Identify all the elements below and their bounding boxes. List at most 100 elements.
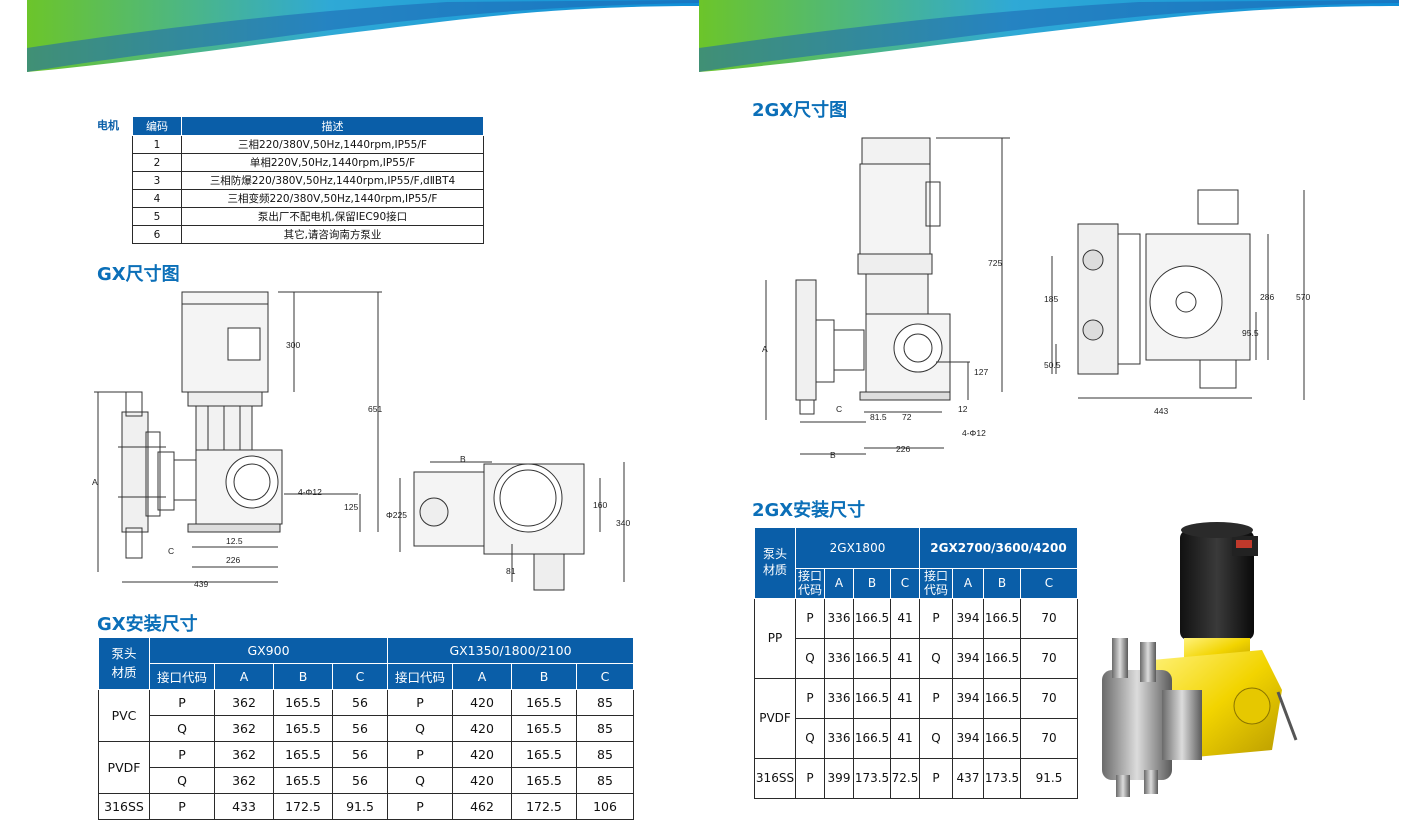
gx2-dimension-drawing: 725 A 127 C 81.5 72 12 4-Φ12 B 226 185 5… bbox=[762, 137, 1310, 460]
gx-dim-C: C bbox=[168, 546, 174, 556]
table-cell: P bbox=[919, 757, 953, 799]
table-cell: 56 bbox=[332, 715, 388, 742]
gx-dim-B: B bbox=[460, 454, 466, 464]
table-cell: 173.5 bbox=[853, 757, 891, 799]
table-cell: P bbox=[387, 689, 453, 716]
gx-material: 316SS bbox=[98, 793, 150, 820]
left-banner bbox=[27, 0, 699, 76]
motor-desc: 其它,请咨询南方泵业 bbox=[181, 225, 484, 244]
table-cell: Q bbox=[795, 637, 825, 679]
table-cell: 433 bbox=[214, 793, 274, 820]
table-cell: 336 bbox=[824, 677, 854, 719]
table-cell: Q bbox=[387, 767, 453, 794]
gx2-header-C: C bbox=[890, 568, 920, 599]
gx-dim-651: 651 bbox=[368, 404, 382, 414]
gx-dim-340: 340 bbox=[616, 518, 630, 528]
table-cell: 173.5 bbox=[983, 757, 1021, 799]
gx2-header-A: A bbox=[824, 568, 854, 599]
table-cell: 362 bbox=[214, 741, 274, 768]
table-cell: 394 bbox=[952, 597, 984, 639]
table-cell: 420 bbox=[452, 689, 512, 716]
table-cell: Q bbox=[149, 767, 215, 794]
gx2-header-C: C bbox=[1020, 568, 1078, 599]
table-cell: 336 bbox=[824, 637, 854, 679]
motor-desc: 泵出厂不配电机,保留IEC90接口 bbox=[181, 207, 484, 226]
gx-dim-4phi12: 4-Φ12 bbox=[298, 487, 322, 497]
table-cell: P bbox=[149, 741, 215, 768]
motor-desc: 三相220/380V,50Hz,1440rpm,IP55/F bbox=[181, 135, 484, 154]
table-cell: 70 bbox=[1020, 717, 1078, 759]
right-banner bbox=[699, 0, 1399, 76]
table-cell: 165.5 bbox=[511, 767, 577, 794]
table-cell: 85 bbox=[576, 689, 634, 716]
gx-dim-125: 125 bbox=[344, 502, 358, 512]
table-cell: 72.5 bbox=[890, 757, 920, 799]
gx-dim-12-5: 12.5 bbox=[226, 536, 243, 546]
table-cell: P bbox=[149, 793, 215, 820]
gx-dim-439: 439 bbox=[194, 579, 208, 589]
table-cell: 56 bbox=[332, 689, 388, 716]
gx2-dim-4phi12: 4-Φ12 bbox=[962, 428, 986, 438]
table-cell: 56 bbox=[332, 741, 388, 768]
gx-header-B: B bbox=[511, 663, 577, 690]
table-cell: 106 bbox=[576, 793, 634, 820]
gx-dimension-drawing: 300 651 A 4-Φ12 125 C 12.5 226 439 B Φ22… bbox=[92, 291, 630, 591]
gx2-dim-81-5: 81.5 bbox=[870, 412, 887, 422]
gx2-dim-72: 72 bbox=[902, 412, 912, 422]
table-cell: Q bbox=[919, 717, 953, 759]
gx2-header-B: B bbox=[853, 568, 891, 599]
table-cell: 165.5 bbox=[511, 689, 577, 716]
table-cell: 166.5 bbox=[853, 637, 891, 679]
gx-header-A: A bbox=[214, 663, 274, 690]
table-cell: 166.5 bbox=[853, 597, 891, 639]
table-cell: 85 bbox=[576, 741, 634, 768]
table-cell: 85 bbox=[576, 715, 634, 742]
table-cell: 56 bbox=[332, 767, 388, 794]
gx2-dim-12: 12 bbox=[958, 404, 968, 414]
motor-desc: 三相防爆220/380V,50Hz,1440rpm,IP55/F,dⅡBT4 bbox=[181, 171, 484, 190]
motor-code: 5 bbox=[132, 207, 182, 226]
table-cell: 166.5 bbox=[983, 677, 1021, 719]
table-cell: 41 bbox=[890, 677, 920, 719]
table-cell: 91.5 bbox=[1020, 757, 1078, 799]
gx2-header-port: 接口 代码 bbox=[919, 568, 953, 599]
motor-label: 电机 bbox=[97, 119, 119, 132]
motor-code: 3 bbox=[132, 171, 182, 190]
table-cell: 166.5 bbox=[983, 597, 1021, 639]
gx2-dim-50-5: 50.5 bbox=[1044, 360, 1061, 370]
gx-header-C: C bbox=[576, 663, 634, 690]
table-cell: 165.5 bbox=[273, 715, 333, 742]
table-cell: 165.5 bbox=[511, 741, 577, 768]
gx-header-C: C bbox=[332, 663, 388, 690]
table-cell: 394 bbox=[952, 677, 984, 719]
gx2-dim-B: B bbox=[830, 450, 836, 460]
gx-header-group2: GX1350/1800/2100 bbox=[387, 637, 634, 664]
table-cell: 70 bbox=[1020, 677, 1078, 719]
table-cell: 41 bbox=[890, 637, 920, 679]
gx2-header-material: 泵头 材质 bbox=[754, 527, 796, 599]
table-cell: 85 bbox=[576, 767, 634, 794]
gx2-install-title: 2GX安装尺寸 bbox=[752, 500, 866, 521]
table-cell: 399 bbox=[824, 757, 854, 799]
gx2-dim-title: 2GX尺寸图 bbox=[752, 100, 848, 121]
gx-dim-226: 226 bbox=[226, 555, 240, 565]
table-cell: 165.5 bbox=[511, 715, 577, 742]
gx2-dim-C: C bbox=[836, 404, 842, 414]
table-cell: P bbox=[387, 793, 453, 820]
motor-code: 4 bbox=[132, 189, 182, 208]
gx-header-B: B bbox=[273, 663, 333, 690]
gx2-material: 316SS bbox=[754, 757, 796, 799]
gx2-dim-95-5: 95.5 bbox=[1242, 328, 1259, 338]
gx-header-A: A bbox=[452, 663, 512, 690]
